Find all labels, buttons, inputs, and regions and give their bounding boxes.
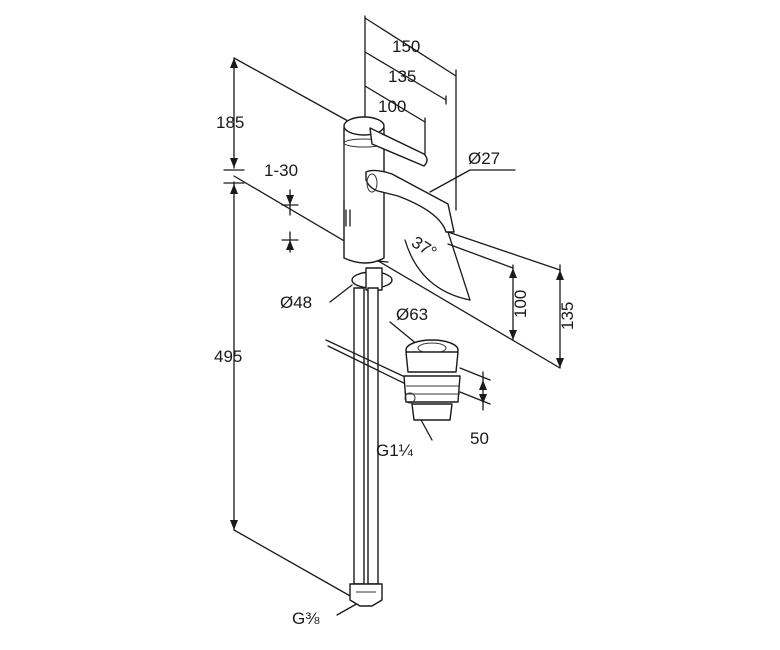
dimension-arrowheads	[230, 58, 564, 530]
label-angle-37: 37°	[408, 232, 440, 262]
label-thread-inlet: G⅜	[292, 609, 320, 628]
fixing-and-hoses	[325, 267, 421, 607]
label-spout-100: 100	[511, 290, 530, 318]
label-waste-50: 50	[470, 429, 489, 448]
label-waste-diameter-63: Ø63	[396, 305, 428, 324]
label-width-135-top: 135	[388, 67, 416, 86]
mixer-body	[343, 116, 455, 264]
dimension-labels: 150 135 100 185 1-30 Ø27 37° 100 135 Ø48…	[214, 37, 577, 628]
label-body-diameter-48: Ø48	[280, 293, 312, 312]
waste-valve	[403, 339, 461, 421]
label-height-185: 185	[216, 113, 244, 132]
label-spout-135: 135	[558, 302, 577, 330]
label-width-150: 150	[392, 37, 420, 56]
label-thread-waste: G1¼	[376, 441, 414, 460]
label-deck-1-30: 1-30	[264, 161, 298, 180]
label-height-495: 495	[214, 347, 242, 366]
label-width-100-top: 100	[378, 97, 406, 116]
label-spout-diameter-27: Ø27	[468, 149, 500, 168]
dimension-lines	[223, 15, 561, 616]
